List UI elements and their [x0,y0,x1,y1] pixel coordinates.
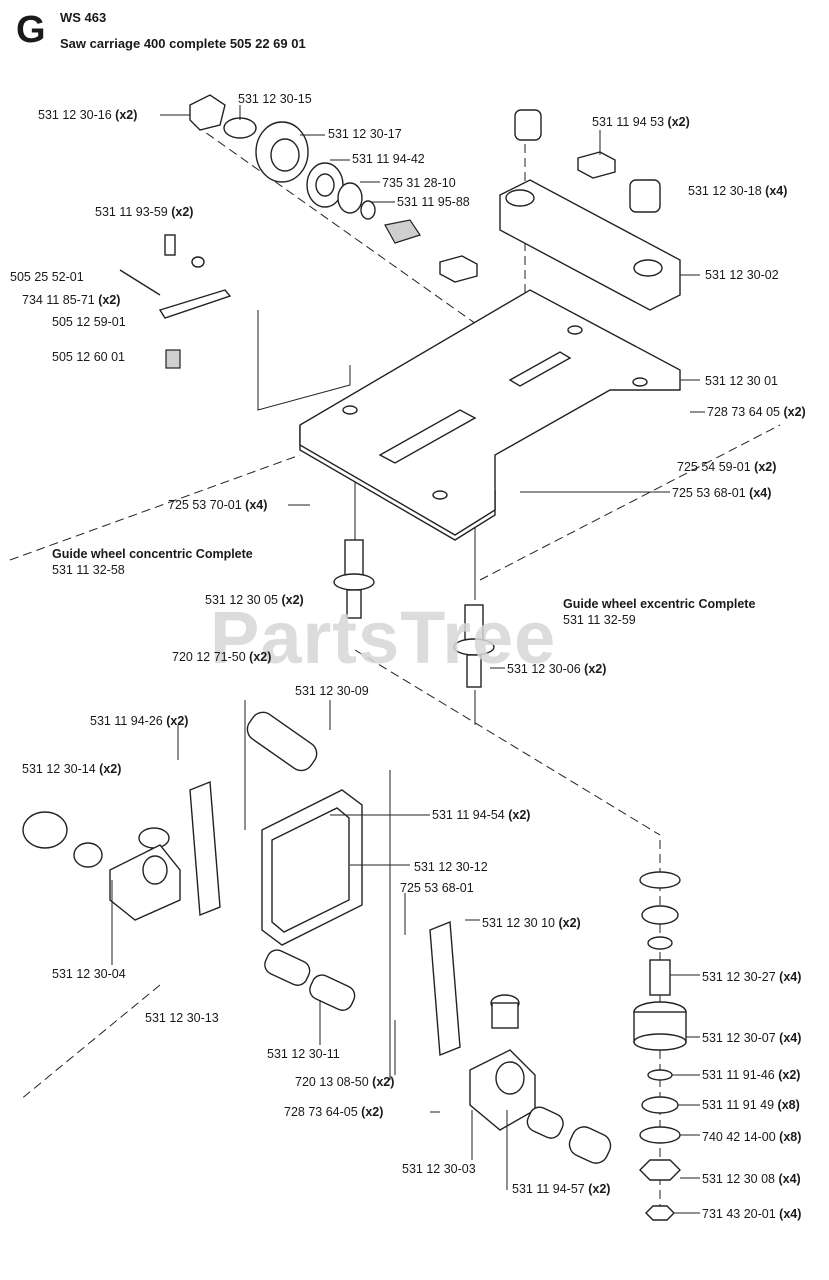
assembly-number: 531 11 32-59 [563,613,636,627]
part-label[interactable]: 531 12 30-11 [267,1047,340,1061]
part-label[interactable]: 531 12 30 10 (x2) [482,916,581,930]
part-label[interactable]: 531 12 30-04 [52,967,126,981]
part-label[interactable]: 531 11 94-42 [352,152,425,166]
part-label[interactable]: 531 12 30 08 (x4) [702,1172,801,1186]
part-label[interactable]: 531 12 30-12 [414,860,488,874]
watermark: PartsTree [210,596,557,679]
assembly-line [354,649,661,836]
part-label[interactable]: 505 12 59-01 [52,315,126,329]
gear-assembly [189,94,421,244]
bearing-stack [633,871,687,1221]
part-label[interactable]: 720 13 08-50 (x2) [295,1075,395,1089]
part-label[interactable]: 531 12 30-09 [295,684,369,698]
model-number: WS 463 [60,10,107,25]
part-label[interactable]: 725 54 59-01 (x2) [677,460,777,474]
assembly-line [194,124,521,356]
part-label[interactable]: 531 12 30 05 (x2) [205,593,304,607]
part-label[interactable]: 531 12 30-02 [705,268,779,282]
lower-roller-assembly [22,711,612,1164]
part-label[interactable]: 531 11 91 49 (x8) [702,1098,800,1112]
part-label[interactable]: 531 12 30-13 [145,1011,219,1025]
main-plate [299,289,681,541]
guide-wheel-shafts [333,539,495,688]
part-label[interactable]: 531 12 30-14 (x2) [22,762,122,776]
part-label[interactable]: 531 12 30-15 [238,92,312,106]
top-bracket [439,109,681,311]
part-label[interactable]: 531 12 30-27 (x4) [702,970,802,984]
lever-subassembly [119,234,232,369]
part-label[interactable]: 531 12 30-03 [402,1162,476,1176]
diagram-title: Saw carriage 400 complete 505 22 69 01 [60,36,306,51]
part-label[interactable]: 731 43 20-01 (x4) [702,1207,802,1221]
part-label[interactable]: 531 11 93-59 (x2) [95,205,194,219]
assembly-line [257,310,351,411]
part-label[interactable]: 531 11 94-57 (x2) [512,1182,611,1196]
part-label[interactable]: 531 11 91-46 (x2) [702,1068,801,1082]
part-label[interactable]: 531 12 30-18 (x4) [688,184,788,198]
part-label[interactable]: 720 12 71-50 (x2) [172,650,272,664]
assembly-name: Guide wheel excentric Complete [563,597,756,611]
part-label[interactable]: 728 73 64 05 (x2) [707,405,806,419]
part-label[interactable]: 531 11 94 53 (x2) [592,115,690,129]
part-label[interactable]: 531 12 30 01 [705,374,778,388]
part-label[interactable]: 531 12 30-17 [328,127,402,141]
part-label[interactable]: 728 73 64-05 (x2) [284,1105,384,1119]
part-label[interactable]: 531 11 94-26 (x2) [90,714,189,728]
part-label[interactable]: 740 42 14-00 (x8) [702,1130,802,1144]
leader-lines [111,105,705,1214]
assembly-line [9,454,301,561]
part-label[interactable]: 725 53 68-01 (x4) [672,486,772,500]
assembly-name: Guide wheel concentric Complete [52,547,253,561]
part-label[interactable]: 505 12 60 01 [52,350,125,364]
part-label[interactable]: 735 31 28-10 [382,176,456,190]
assembly-line [479,424,781,581]
part-label[interactable]: 531 12 30-06 (x2) [507,662,607,676]
part-label[interactable]: 725 53 70-01 (x4) [168,498,268,512]
part-label[interactable]: 725 53 68-01 [400,881,474,895]
assembly-line [19,984,161,1101]
part-label[interactable]: 505 25 52-01 [10,270,84,284]
part-label[interactable]: 531 11 95-88 [397,195,470,209]
page-letter: G [16,9,46,51]
part-label[interactable]: 531 12 30-16 (x2) [38,108,138,122]
part-label[interactable]: 531 11 94-54 (x2) [432,808,531,822]
part-label[interactable]: 734 11 85-71 (x2) [22,293,121,307]
part-label[interactable]: 531 12 30-07 (x4) [702,1031,802,1045]
assembly-number: 531 11 32-58 [52,563,125,577]
